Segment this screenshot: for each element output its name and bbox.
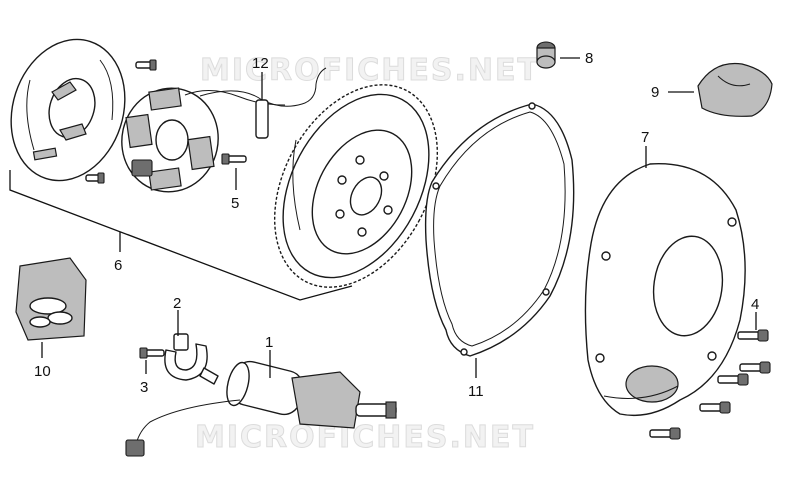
flywheel-rotor [273,84,439,288]
callout-4: 4 [751,296,759,313]
callout-9: 9 [651,84,659,101]
callout-11: 11 [468,383,484,400]
clamp-screw [139,347,165,359]
bushing [536,41,556,69]
leader-lines [41,57,757,378]
magneto-cover [584,163,746,417]
watermark-bottom: MICROFICHES.NET [195,420,535,455]
grease-packet [697,62,773,117]
screw-lower [85,172,105,184]
callout-8: 8 [585,50,593,67]
callout-1: 1 [265,334,273,351]
cover-gasket [424,102,575,357]
cover-bolts [649,329,771,440]
screw-5 [221,153,247,165]
callout-6: 6 [114,257,122,274]
starter-clamp [164,333,219,385]
stator-base-plate [10,38,126,182]
wire-harness [199,67,327,139]
callout-10: 10 [34,363,51,380]
watermark-top: MICROFICHES.NET [200,53,540,88]
callout-12: 12 [252,55,269,72]
callout-5: 5 [231,195,239,212]
callout-3: 3 [140,379,148,396]
callout-2: 2 [173,295,181,312]
stator-coil-assembly [121,87,286,193]
gasket-kit-bag [15,257,87,341]
group-bracket-6 [9,170,353,301]
starter-motor [125,360,397,457]
callout-7: 7 [641,129,649,146]
screw-upper [135,59,157,71]
